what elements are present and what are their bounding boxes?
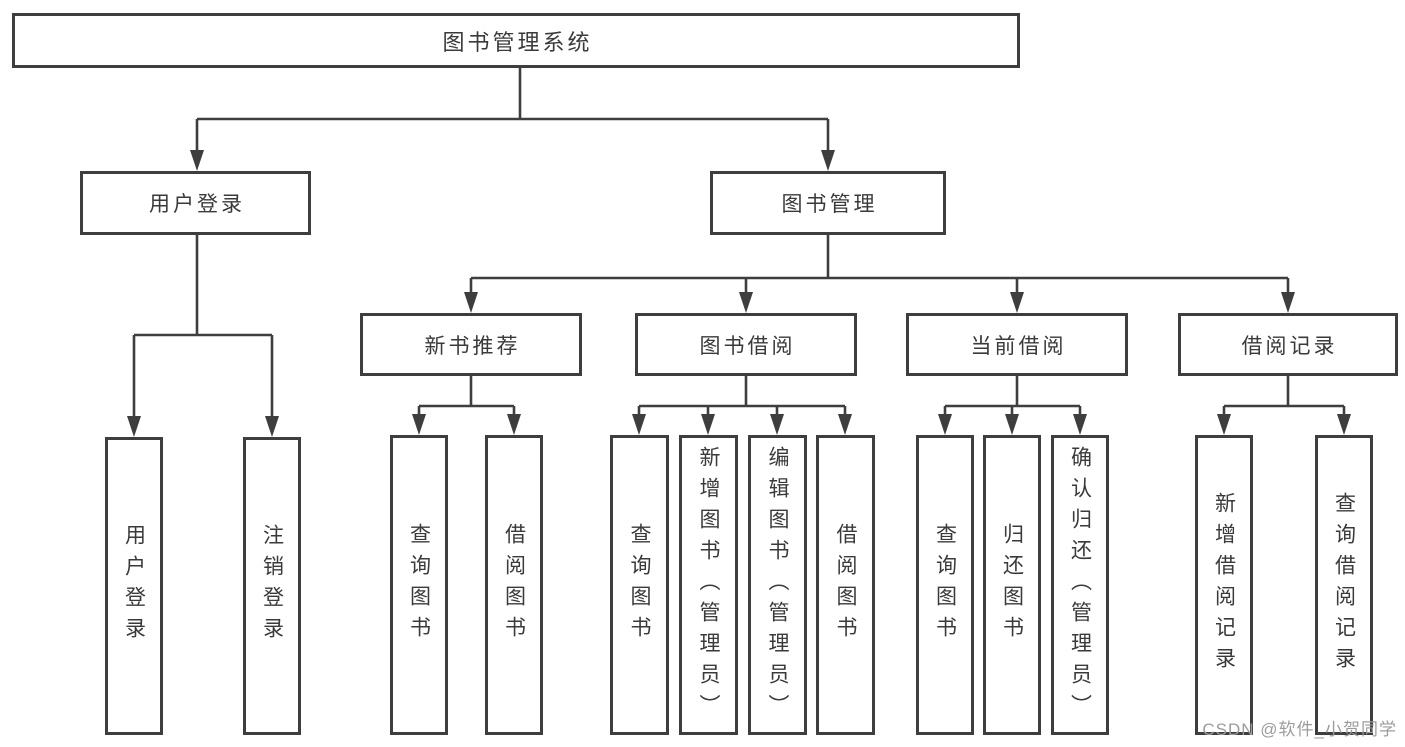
arrow-down-icon: [507, 414, 521, 435]
arrow-down-icon: [1281, 292, 1295, 313]
node-book-management: 图书管理: [710, 171, 946, 235]
arrow-down-icon: [127, 416, 141, 437]
node-user-login: 用户登录: [80, 171, 311, 235]
node-new-book-recommend: 新书推荐: [360, 313, 582, 376]
arrow-down-icon: [938, 414, 952, 435]
connector-root-to-level2: [190, 68, 835, 171]
arrow-down-icon: [1010, 292, 1024, 313]
leaf-add-book-admin: 新增图书（管理员）: [679, 435, 738, 735]
arrow-down-icon: [838, 414, 852, 435]
node-borrow-records: 借阅记录: [1178, 313, 1398, 376]
connector-book-management-branch: [464, 235, 1295, 313]
arrow-down-icon: [770, 414, 784, 435]
connector-new-book-branch: [412, 376, 521, 435]
leaf-borrow-query-book: 查询图书: [610, 435, 669, 735]
arrow-down-icon: [412, 414, 426, 435]
leaf-newrec-borrow-book: 借阅图书: [485, 435, 543, 735]
leaf-query-borrow-record: 查询借阅记录: [1315, 435, 1373, 735]
arrow-down-icon: [821, 150, 835, 171]
leaf-newrec-query-book: 查询图书: [390, 435, 448, 735]
arrow-down-icon: [265, 416, 279, 437]
node-current-borrow: 当前借阅: [906, 313, 1128, 376]
leaf-logout: 注销登录: [243, 437, 301, 735]
connector-book-borrow-branch: [632, 376, 852, 435]
leaf-add-borrow-record: 新增借阅记录: [1195, 435, 1253, 735]
leaf-current-query-book: 查询图书: [916, 435, 974, 735]
watermark: CSDN @软件_小贺同学: [1202, 720, 1397, 739]
node-book-borrow: 图书借阅: [635, 313, 857, 376]
leaf-return-book: 归还图书: [983, 435, 1041, 735]
leaf-edit-book-admin: 编辑图书（管理员）: [748, 435, 807, 735]
arrow-down-icon: [701, 414, 715, 435]
connector-current-borrow-branch: [938, 376, 1087, 435]
arrow-down-icon: [190, 150, 204, 171]
connector-borrow-records-branch: [1217, 376, 1351, 435]
leaf-confirm-return-admin: 确认归还（管理员）: [1051, 435, 1109, 735]
arrow-down-icon: [1005, 414, 1019, 435]
arrow-down-icon: [464, 292, 478, 313]
arrow-down-icon: [632, 414, 646, 435]
leaf-user-login: 用户登录: [105, 437, 163, 735]
arrow-down-icon: [1337, 414, 1351, 435]
node-root-system: 图书管理系统: [12, 13, 1020, 68]
arrow-down-icon: [739, 292, 753, 313]
arrow-down-icon: [1217, 414, 1231, 435]
leaf-borrow-book: 借阅图书: [816, 435, 875, 735]
connector-user-login-branch: [127, 235, 279, 437]
arrow-down-icon: [1073, 414, 1087, 435]
